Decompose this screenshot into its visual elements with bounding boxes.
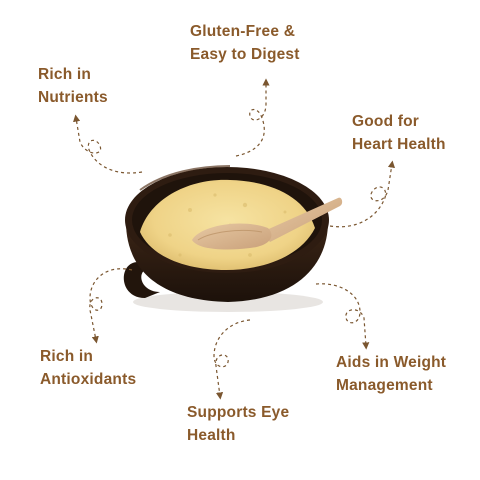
- benefit-line: Easy to Digest: [190, 46, 300, 63]
- benefit-line: Management: [336, 377, 433, 394]
- wooden-spoon-icon: [192, 197, 343, 250]
- benefit-eye-health: Supports Eye Health: [187, 401, 289, 447]
- benefit-rich-in-nutrients: Rich in Nutrients: [38, 63, 108, 109]
- benefit-weight-management: Aids in Weight Management: [336, 351, 446, 397]
- benefit-line: Good for: [352, 113, 420, 130]
- dashed-loop-arrow-icon: [73, 78, 396, 400]
- bowl-of-flour-icon: [123, 165, 329, 312]
- benefit-line: Heart Health: [352, 136, 446, 153]
- benefit-line: Health: [187, 427, 236, 444]
- benefit-line: Rich in: [40, 348, 94, 365]
- benefit-line: Antioxidants: [40, 371, 137, 388]
- benefit-heart-health: Good for Heart Health: [352, 110, 446, 156]
- benefit-line: Rich in: [38, 66, 92, 83]
- benefit-line: Gluten-Free &: [190, 23, 296, 40]
- benefit-gluten-free: Gluten-Free & Easy to Digest: [190, 20, 300, 66]
- benefit-line: Nutrients: [38, 89, 108, 106]
- benefit-line: Aids in Weight: [336, 354, 447, 371]
- benefit-antioxidants: Rich in Antioxidants: [40, 345, 136, 391]
- benefit-line: Supports Eye: [187, 404, 290, 421]
